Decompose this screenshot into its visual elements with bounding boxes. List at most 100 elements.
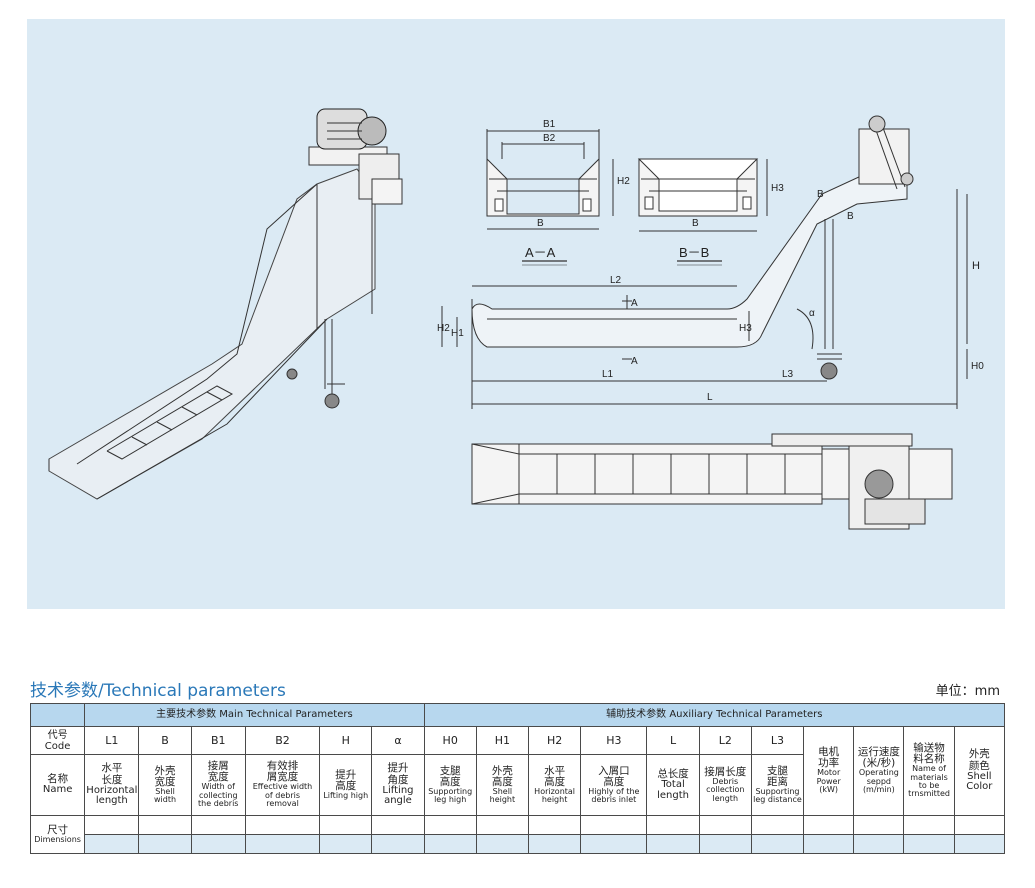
- dimension-value-cell: [190, 834, 246, 854]
- label-h1: H1: [451, 328, 464, 339]
- dimension-value-cell: [750, 834, 805, 854]
- dimension-value-cell: [646, 815, 700, 835]
- label-l3: L3: [782, 369, 794, 380]
- label-l2: L2: [610, 275, 622, 286]
- dimension-value-cell: [903, 834, 955, 854]
- code-cell: H2: [527, 726, 582, 755]
- dimension-value-cell: [580, 815, 648, 835]
- dimension-value-cell: [527, 834, 582, 854]
- aux-params-group-header: 辅助技术参数 Auxiliary Technical Parameters: [423, 703, 1006, 727]
- dimension-value-cell: [371, 815, 425, 835]
- dimension-value-cell: [319, 815, 373, 835]
- dimension-value-cell: [244, 815, 321, 835]
- code-cell: H0: [423, 726, 477, 755]
- dimension-value-cell: [853, 834, 905, 854]
- code-cell: B2: [244, 726, 321, 755]
- dimension-value-cell: [138, 815, 192, 835]
- section-aa-title: A－A: [525, 245, 556, 260]
- dimension-value-cell: [423, 815, 477, 835]
- dimension-value-cell: [84, 815, 140, 835]
- dimension-value-cell: [190, 815, 246, 835]
- side-elevation-view: [441, 115, 968, 409]
- dimension-value-cell: [423, 834, 477, 854]
- code-cell: B1: [190, 726, 246, 755]
- dimension-value-cell: [853, 815, 905, 835]
- dimension-value-cell: [475, 834, 530, 854]
- code-cell: L: [646, 726, 700, 755]
- code-cell: L2: [698, 726, 752, 755]
- code-cell: α: [371, 726, 425, 755]
- section-bb-view: [637, 158, 768, 266]
- dimension-value-cell: [698, 815, 752, 835]
- code-cell: H: [319, 726, 373, 755]
- arrow-label-b-bottom: B: [847, 211, 854, 222]
- label-l: L: [707, 392, 713, 403]
- label-h2: H2: [437, 323, 450, 334]
- unit-label: 单位：mm: [935, 684, 1000, 699]
- label-h3-bb: H3: [771, 183, 784, 194]
- label-alpha: α: [809, 308, 815, 319]
- label-h0: H0: [971, 361, 984, 372]
- label-h3: H3: [739, 323, 752, 334]
- code-cell: B: [138, 726, 192, 755]
- dimension-value-cell: [953, 815, 1006, 835]
- label-h2-aa: H2: [617, 176, 630, 187]
- section-bb-title: B－B: [679, 245, 709, 260]
- dimension-value-cell: [84, 834, 140, 854]
- code-cell: H3: [580, 726, 648, 755]
- section-title: 技术参数/Technical parameters: [30, 681, 286, 701]
- dimension-value-cell: [698, 834, 752, 854]
- label-b1: B1: [543, 119, 556, 130]
- dimension-value-cell: [803, 815, 855, 835]
- label-l1: L1: [602, 369, 614, 380]
- label-b-bb: B: [692, 218, 699, 229]
- label-b-aa: B: [537, 218, 544, 229]
- dimension-value-cell: [319, 834, 373, 854]
- main-params-group-header: 主要技术参数 Main Technical Parameters: [84, 703, 425, 727]
- code-cell: L3: [750, 726, 805, 755]
- dimension-value-cell: [138, 834, 192, 854]
- label-b2: B2: [543, 133, 556, 144]
- dimension-value-cell: [750, 815, 805, 835]
- arrow-label-a-top: A: [631, 298, 638, 309]
- section-aa-view: [486, 129, 614, 266]
- arrow-label-a-bottom: A: [631, 356, 638, 367]
- dimension-value-cell: [527, 815, 582, 835]
- dimension-value-cell: [803, 834, 855, 854]
- code-cell: L1: [84, 726, 140, 755]
- conveyor-technical-drawing: B1 B2 B H2 B H3 A－A B－B L2 L1 L3 L H H0 …: [48, 108, 984, 530]
- arrow-label-b-top: B: [817, 189, 824, 200]
- conveyor-drawing-panel: B1 B2 B H2 B H3 A－A B－B L2 L1 L3 L H H0 …: [27, 19, 1005, 609]
- dimension-value-cell: [475, 815, 530, 835]
- dimension-value-cell: [371, 834, 425, 854]
- plan-view: [471, 433, 953, 530]
- code-cell: H1: [475, 726, 530, 755]
- dimension-value-cell: [903, 815, 955, 835]
- dimension-value-cell: [244, 834, 321, 854]
- isometric-conveyor-view: [48, 108, 403, 500]
- dimension-value-cell: [580, 834, 648, 854]
- dimension-value-cell: [953, 834, 1006, 854]
- dimension-value-cell: [646, 834, 700, 854]
- technical-parameters-table: 主要技术参数 Main Technical Parameters 辅助技术参数 …: [29, 703, 1006, 854]
